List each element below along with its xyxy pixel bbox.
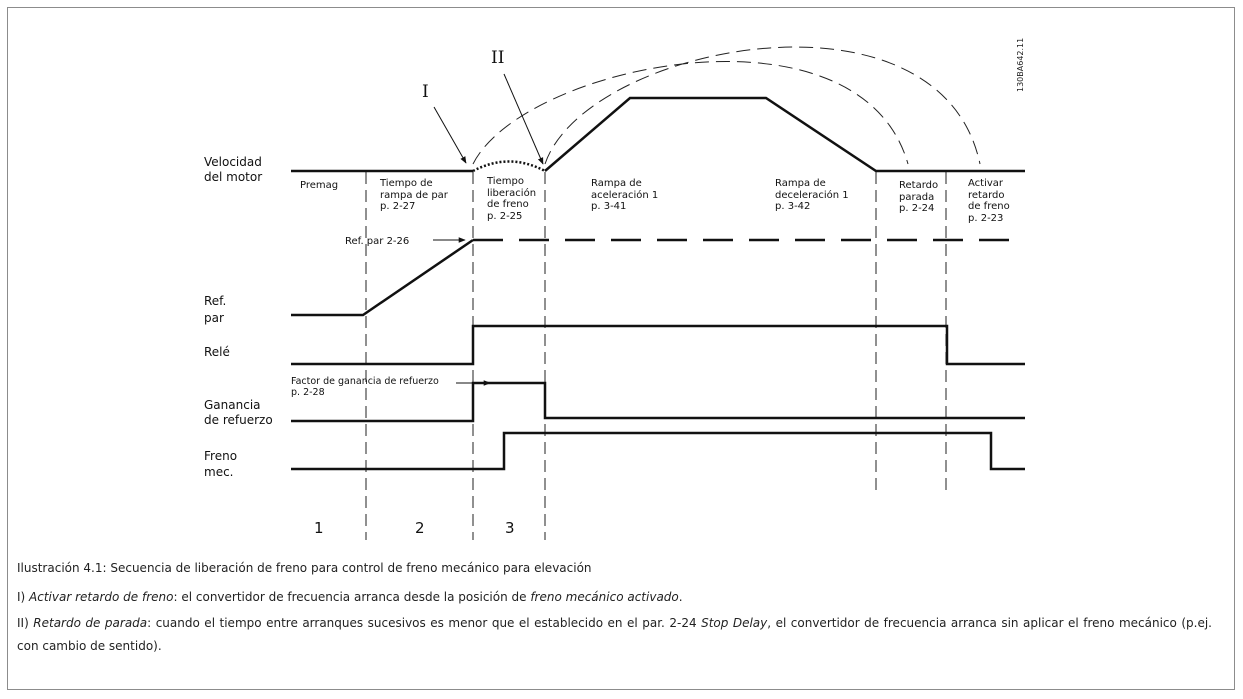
phase-number-1: 1 (314, 519, 324, 537)
segment-accel-line2: aceleración 1 (591, 189, 659, 201)
segment-accel-line1: Rampa de (591, 178, 642, 189)
segment-activate-line1: Activar (968, 178, 1004, 189)
segment-accel-line3: p. 3-41 (591, 201, 627, 212)
segment-release-line1: Tiempo (487, 176, 524, 187)
note-II-text: : cuando el tiempo entre arranques suces… (147, 616, 702, 630)
segment-stopdelay-line1: Retardo (899, 180, 939, 191)
note-II-text2: , el convertidor de frecuencia arranca s… (17, 616, 1212, 653)
motor-speed-ramp (544, 96, 1025, 173)
activate-delay-arc (544, 46, 981, 165)
marker-I: I (422, 82, 429, 102)
speed-label-2: del motor (204, 170, 263, 184)
motor-speed-bump (472, 160, 546, 173)
brake-label-2: mec. (204, 465, 234, 479)
relay-label: Relé (204, 345, 230, 359)
segment-activate-line4: p. 2-23 (968, 212, 1004, 224)
segment-ramp: Tiempo de rampa de par p. 2-27 (380, 178, 448, 213)
segment-release-line2: liberación (487, 187, 537, 199)
segment-accel: Rampa de aceleración 1 p. 3-41 (591, 178, 658, 213)
segment-ramp-line2: rampa de par (380, 189, 448, 201)
boost-factor-line1: Factor de ganancia de refuerzo (291, 376, 439, 387)
segment-stopdelay: Retardo parada p. 2-24 (899, 180, 938, 215)
stop-delay-arc (472, 61, 909, 165)
segment-ramp-line3: p. 2-27 (380, 201, 416, 212)
figure-frame (7, 7, 1235, 690)
phase-number-3: 3 (505, 519, 515, 537)
note-II-term: Retardo de parada (33, 616, 148, 630)
segment-decel: Rampa de deceleración 1 p. 3-42 (775, 178, 849, 213)
note-II: II) Retardo de parada: cuando el tiempo … (17, 612, 1212, 658)
note-I-end: . (678, 590, 683, 604)
boost-factor-line2: p. 2-28 (291, 387, 325, 398)
segment-release: Tiempo liberación de freno p. 2-25 (487, 176, 536, 222)
segment-activate-line2: retardo (968, 189, 1005, 201)
torque-ref-annotation: Ref. par 2-26 (345, 236, 410, 247)
note-I: I) Activar retardo de freno: el converti… (17, 586, 1212, 609)
segment-decel-line1: Rampa de (775, 178, 826, 189)
segment-premag: Premag (300, 180, 339, 191)
segment-decel-line3: p. 3-42 (775, 201, 811, 212)
boost-factor-annotation: Factor de ganancia de refuerzo p. 2-28 (291, 376, 439, 398)
segment-activate-line3: de freno (968, 201, 1010, 212)
brake-timing-diagram (291, 46, 1025, 540)
segment-stopdelay-line3: p. 2-24 (899, 203, 935, 214)
torque-ref-label-1: Ref. (204, 294, 227, 308)
torque-ref-label-2: par (204, 311, 224, 325)
brake-label-1: Freno (204, 449, 238, 463)
note-I-text: : el convertidor de frecuencia arranca d… (173, 590, 531, 604)
speed-label-1: Velocidad (204, 155, 262, 169)
boost-gain-trace (291, 381, 1025, 423)
note-I-prefix: I) (17, 590, 30, 604)
segment-stopdelay-line2: parada (899, 191, 935, 203)
marker-II-arrow (503, 73, 544, 165)
boost-gain-label-1: Ganancia (204, 398, 261, 412)
note-I-term: Activar retardo de freno (29, 590, 174, 604)
boost-gain-label-2: de refuerzo (204, 413, 273, 427)
segment-release-line4: p. 2-25 (487, 210, 523, 222)
marker-II: II (491, 48, 505, 68)
segment-release-line3: de freno (487, 199, 529, 210)
note-II-prefix: II) (17, 616, 34, 630)
note-II-term2: Stop Delay (701, 616, 768, 630)
figure-code: 130BA642.11 (1016, 37, 1025, 92)
segment-activate: Activar retardo de freno p. 2-23 (968, 178, 1010, 224)
segment-decel-line2: deceleración 1 (775, 189, 849, 201)
segment-ramp-line1: Tiempo de (380, 178, 433, 189)
torque-ref-trace (291, 238, 474, 317)
relay-trace (291, 324, 1025, 366)
figure-caption: Ilustración 4.1: Secuencia de liberación… (17, 561, 592, 575)
phase-number-2: 2 (415, 519, 425, 537)
note-I-term2: freno mecánico activado (530, 590, 679, 604)
marker-I-arrow (433, 106, 467, 164)
brake-trace (291, 431, 1025, 471)
